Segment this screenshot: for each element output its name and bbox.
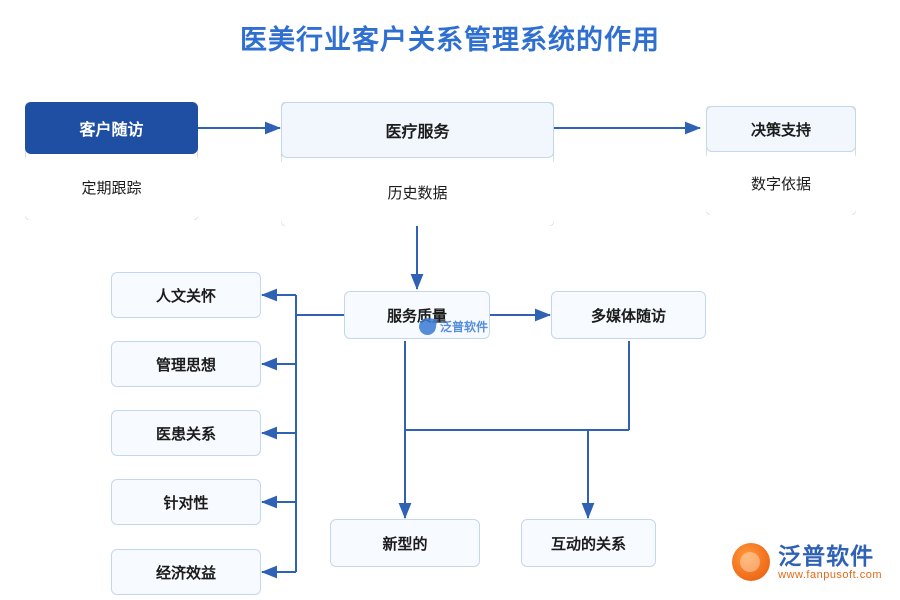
node-medical-service[interactable]: 医疗服务: [281, 102, 554, 158]
page-title: 医美行业客户关系管理系统的作用: [240, 25, 660, 55]
node-new-type-label: 新型的: [382, 535, 428, 553]
node-interactive-relation[interactable]: 互动的关系: [521, 519, 656, 567]
node-followup[interactable]: 客户随访: [25, 102, 198, 154]
globe-icon: [732, 543, 771, 582]
node-left-1[interactable]: 管理思想: [111, 341, 261, 387]
node-followup-sub-label: 定期跟踪: [81, 179, 142, 197]
node-left-3-label: 针对性: [163, 494, 209, 512]
node-decision-support-sub-label: 数字依据: [750, 176, 811, 193]
node-medical-service-sub-label: 历史数据: [387, 184, 448, 202]
node-interactive-relation-label: 互动的关系: [550, 535, 626, 553]
node-medical-service-sub: 历史数据: [281, 158, 554, 226]
node-decision-support-sub: 数字依据: [706, 152, 856, 215]
brand-name: 泛普软件: [778, 542, 875, 569]
node-left-4[interactable]: 经济效益: [111, 549, 261, 595]
node-new-type[interactable]: 新型的: [330, 519, 480, 567]
node-left-0-label: 人文关怀: [155, 287, 216, 305]
node-decision-support[interactable]: 决策支持: [706, 106, 856, 152]
brand-text: 泛普软件 www.fanpusoft.com: [778, 543, 882, 582]
node-multimedia-followup-label: 多媒体随访: [590, 307, 666, 325]
node-left-2[interactable]: 医患关系: [111, 410, 261, 456]
node-left-4-label: 经济效益: [155, 564, 216, 582]
node-followup-sub: 定期跟踪: [25, 154, 198, 220]
leaf-icon: [417, 316, 438, 337]
node-multimedia-followup[interactable]: 多媒体随访: [551, 291, 706, 339]
node-left-2-label: 医患关系: [155, 425, 216, 443]
center-watermark-text: 泛普软件: [440, 320, 489, 334]
node-left-3[interactable]: 针对性: [111, 479, 261, 525]
node-decision-support-label: 决策支持: [750, 121, 811, 139]
node-service-quality[interactable]: 服务质量: [344, 291, 490, 339]
node-left-1-label: 管理思想: [155, 356, 216, 374]
node-followup-label: 客户随访: [79, 122, 144, 139]
node-left-0[interactable]: 人文关怀: [111, 272, 261, 318]
brand-logo: 泛普软件 www.fanpusoft.com: [732, 543, 882, 582]
brand-url: www.fanpusoft.com: [778, 569, 882, 582]
node-medical-service-label: 医疗服务: [385, 124, 450, 141]
center-watermark: 泛普软件: [417, 316, 489, 337]
